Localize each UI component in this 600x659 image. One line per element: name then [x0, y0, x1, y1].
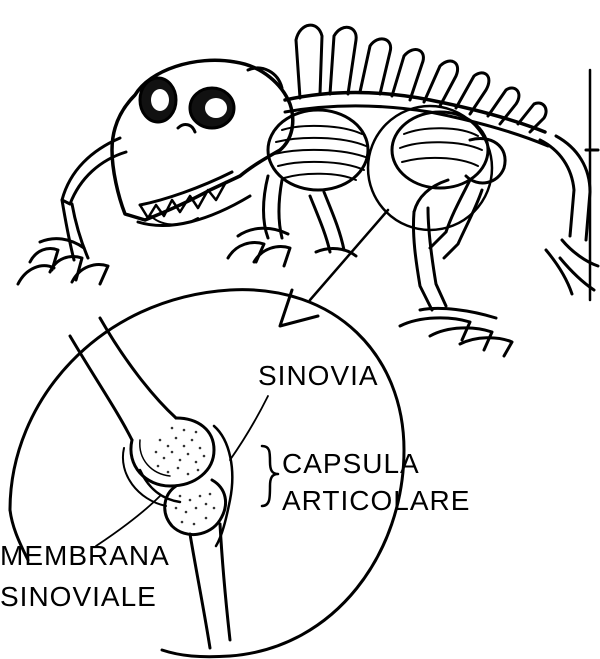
- leader-sinovia: [230, 396, 268, 460]
- zoom-arrow: [280, 210, 388, 326]
- leader-membrana: [96, 496, 160, 546]
- far-hind-leg: [540, 70, 598, 300]
- ribcage: [268, 110, 368, 190]
- capsule-brace: [262, 446, 278, 506]
- label-capsula-line2: ARTICOLARE: [282, 487, 470, 515]
- label-capsula-line1: CAPSULA: [282, 450, 420, 478]
- animal-skeleton: [18, 25, 598, 356]
- spine: [285, 25, 548, 146]
- label-sinovia: SINOVIA: [258, 362, 379, 390]
- label-membrana-line1: MEMBRANA: [0, 542, 170, 570]
- lower-bone: [165, 480, 230, 648]
- front-leg-right: [228, 176, 356, 266]
- front-leg-left: [18, 138, 126, 284]
- skull: [112, 60, 293, 225]
- label-membrana-line2: SINOVIALE: [0, 583, 157, 611]
- hind-leg: [400, 180, 512, 356]
